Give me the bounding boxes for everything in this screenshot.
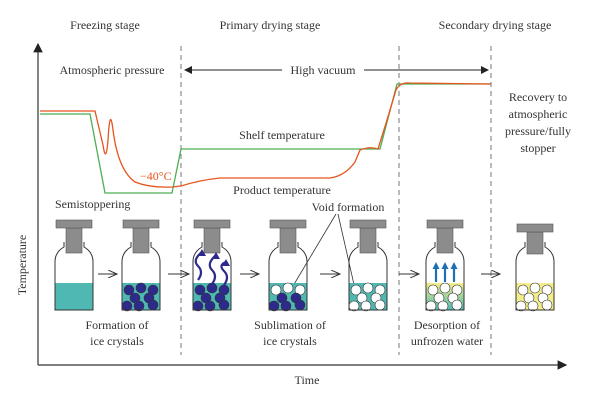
ice-crystal: [133, 300, 145, 312]
vapor-arrowhead: [198, 249, 206, 256]
stopper-plug: [359, 227, 377, 254]
ice-crystal: [280, 300, 292, 312]
void-circle: [360, 300, 372, 312]
x-axis-label: Time: [295, 373, 320, 387]
svg-text:Recovery to: Recovery to: [509, 90, 567, 104]
void-circle: [374, 299, 386, 311]
vial-body: [54, 242, 94, 311]
svg-text:Desorption of: Desorption of: [414, 318, 480, 332]
vial: [515, 223, 555, 312]
vial: [121, 219, 161, 312]
desorption-arrowhead: [441, 262, 449, 269]
vapor-arrow-icon: [208, 254, 217, 285]
ice-crystal: [194, 284, 206, 296]
void-formation-label: Void formation: [312, 200, 385, 214]
vial: [348, 219, 388, 312]
stopper-plug: [436, 227, 454, 254]
vial: [54, 219, 94, 311]
stopper-cap: [193, 219, 231, 229]
svg-text:Sublimation of: Sublimation of: [254, 318, 326, 332]
atmospheric-pressure-label: Atmospheric pressure: [60, 63, 165, 77]
stopper-plug: [203, 227, 221, 254]
void-pointer: [337, 213, 356, 290]
ice-crystal: [294, 299, 306, 311]
ice-crystal: [204, 300, 216, 312]
stopper-cap: [516, 223, 554, 233]
void-circle: [350, 284, 362, 296]
stopper-cap: [122, 219, 160, 229]
product-temperature-curve: [40, 82, 492, 188]
ice-crystal: [206, 282, 218, 294]
stopper-plug: [132, 227, 150, 254]
shelf-temperature-label: Shelf temperature: [239, 128, 325, 142]
ice-crystal: [135, 282, 147, 294]
void-circle: [437, 300, 449, 312]
void-circle: [541, 299, 553, 311]
vial: [268, 219, 308, 312]
stage-dividers: [180, 46, 492, 355]
vial-body: [121, 242, 161, 311]
stage-secondary: Secondary drying stage: [439, 18, 552, 32]
svg-text:Formation of: Formation of: [86, 318, 149, 332]
ice-crystal: [218, 299, 230, 311]
min-temp-label: −40°C: [140, 169, 172, 183]
recovery-label: Recovery to atmospheric pressure/fully s…: [505, 90, 571, 155]
ice-crystal: [123, 284, 135, 296]
svg-text:stopper: stopper: [520, 141, 555, 155]
void-circle: [362, 282, 374, 294]
vial-body: [348, 242, 388, 311]
stage-primary: Primary drying stage: [220, 18, 321, 32]
vial: [425, 219, 465, 312]
stopper-plug: [65, 227, 83, 254]
semistoppering-label: Semistoppering: [55, 197, 130, 211]
svg-text:atmospheric: atmospheric: [509, 107, 568, 121]
void-circle: [270, 284, 282, 296]
vial-body: [515, 242, 555, 311]
y-axis-label: Temperature: [15, 235, 29, 295]
void-circle: [529, 282, 541, 294]
svg-text:ice crystals: ice crystals: [263, 334, 317, 348]
void-circle: [517, 284, 529, 296]
stopper-cap: [349, 219, 387, 229]
vial-body: [425, 242, 465, 311]
vapor-arrow-icon: [220, 260, 229, 286]
void-circle: [282, 282, 294, 294]
stopper-cap: [269, 219, 307, 229]
product-temperature-label: Product temperature: [233, 183, 331, 197]
vial-body: [268, 242, 308, 311]
void-circle: [451, 299, 463, 311]
void-circle: [527, 300, 539, 312]
stopper-cap: [426, 219, 464, 229]
void-circle: [439, 282, 451, 294]
step-labels: Formation of ice crystals Sublimation of…: [86, 318, 484, 348]
void-pointer: [289, 213, 337, 292]
desorption-arrowhead: [432, 262, 440, 269]
vapor-arrowhead: [222, 259, 230, 266]
stopper-plug: [526, 231, 544, 255]
ice-crystal: [147, 299, 159, 311]
void-circle: [427, 284, 439, 296]
svg-text:ice crystals: ice crystals: [90, 334, 144, 348]
stopper-plug: [279, 227, 297, 254]
stage-freezing: Freezing stage: [70, 18, 140, 32]
svg-text:unfrozen water: unfrozen water: [411, 334, 483, 348]
high-vacuum-label: High vacuum: [291, 63, 357, 77]
desorption-arrowhead: [450, 262, 458, 269]
stopper-cap: [55, 219, 93, 229]
vapor-arrow-icon: [194, 251, 203, 281]
vapor-arrowhead: [212, 252, 220, 259]
vial-body: [192, 242, 232, 311]
vial: [192, 219, 232, 312]
svg-text:pressure/fully: pressure/fully: [505, 124, 571, 138]
